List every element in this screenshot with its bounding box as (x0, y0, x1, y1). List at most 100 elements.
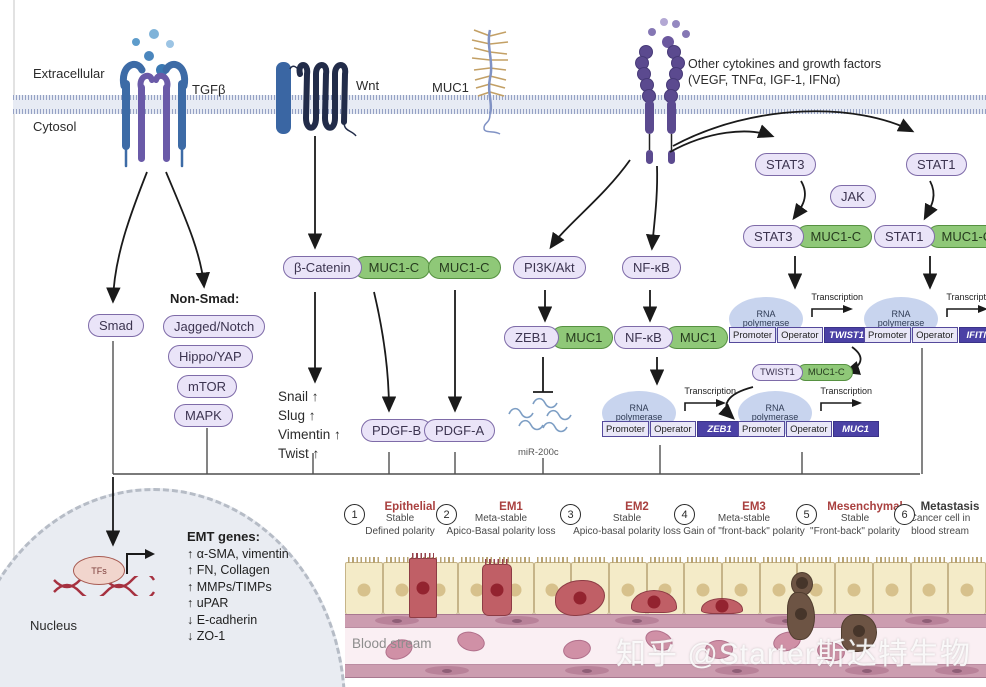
transcription-label: Transcription (946, 292, 986, 302)
endothelial-cell (845, 666, 889, 675)
muc1-label: MUC1 (432, 80, 469, 95)
stage-epithelial: 1 Epithelial Stable Defined polarity (344, 501, 456, 538)
tissue-illustration: Blood stream (345, 553, 986, 678)
muc1-glycoprotein-icon (471, 29, 509, 135)
stage-number: 6 (894, 504, 915, 525)
pill-stat3: STAT3 (755, 153, 816, 176)
pill-muc1-green2: MUC1 (664, 326, 728, 349)
cytokine-receptor-icon (635, 18, 690, 164)
transcription-arrow-icon (684, 399, 726, 411)
wnt-label: Wnt (356, 78, 380, 93)
transcription-unit-zeb1: RNA polymerase Transcription Promoter Op… (602, 386, 743, 439)
mir-200c-icon (508, 397, 572, 433)
stage-number: 3 (560, 504, 581, 525)
operator-box: Operator (650, 421, 696, 437)
pill-stat1b: STAT1 (874, 225, 935, 248)
stage-em2: 3 EM2 Stable Apico-basal polarity loss (560, 501, 694, 538)
operator-box: Operator (777, 327, 823, 343)
stat1-muc1c-complex: STAT1 MUC1-C (874, 225, 986, 248)
epithelial-cell (948, 557, 986, 616)
pill-muc1c-standalone: MUC1-C (428, 256, 501, 279)
stage-number: 4 (674, 504, 695, 525)
emt-cell-stage3 (482, 559, 512, 616)
transcription-arrow-icon (946, 305, 986, 317)
stage-mesenchymal: 5 Mesenchymal Stable "Front-back" polari… (796, 501, 914, 538)
stage-number: 5 (796, 504, 817, 525)
transcription-unit-ifitm1: RNA polymerase Transcription Promoter Op… (864, 292, 986, 345)
pill-stat3b: STAT3 (743, 225, 804, 248)
stat3-muc1c-complex: STAT3 MUC1-C (743, 225, 873, 248)
promoter-box: Promoter (738, 421, 786, 437)
nfkb-muc1-complex: NF-κB MUC1 (614, 326, 728, 349)
gene-box-muc1: MUC1 (832, 421, 879, 437)
gene-box-twist1: TWIST1 (823, 327, 870, 343)
endothelial-cell (375, 616, 419, 625)
pill-muc1c: MUC1-C (353, 256, 431, 279)
endothelial-cell (425, 666, 469, 675)
endothelial-cell (715, 666, 759, 675)
cytokines-label: Other cytokines and growth factors (VEGF… (688, 56, 881, 88)
transcription-factors-oval: TFs (73, 556, 125, 585)
vessel-wall-top (345, 614, 986, 628)
pill-twist1: TWIST1 (752, 364, 803, 381)
pill-jak: JAK (830, 185, 876, 208)
transcription-unit-muc1: RNA polymerase Transcription Promoter Op… (738, 386, 879, 439)
pill-nfkb2: NF-κB (614, 326, 673, 349)
tgfb-label: TGFβ (192, 82, 226, 97)
emt-genes-header: EMT genes: (187, 529, 260, 544)
stage-em3: 4 EM3 Meta-stable Gain of "front-back" p… (674, 501, 814, 538)
b-catenin-muc1c-complex: β-Catenin MUC1-C (283, 256, 431, 279)
transcription-label: Transcription (811, 292, 863, 302)
emt-tf-list: Snail ↑ Slug ↑ Vimentin ↑ Twist ↑ (278, 389, 341, 461)
transcription-arrow-icon (811, 305, 853, 317)
pill-nfkb: NF-κB (622, 256, 681, 279)
plasma-membrane (13, 95, 986, 114)
pill-mtor: mTOR (177, 375, 238, 398)
cytokines-line1: Other cytokines and growth factors (688, 57, 882, 71)
pill-muc1c-c: MUC1-C (796, 364, 853, 381)
transcription-unit-twist1: RNA polymerase Transcription Promoter Op… (729, 292, 870, 345)
stage-em1: 2 EM1 Meta-stable Apico-Basal polarity l… (436, 501, 566, 538)
epithelial-cell (835, 557, 873, 616)
epithelial-cell (910, 557, 949, 616)
nucleus-label: Nucleus (30, 618, 77, 633)
pill-zeb1: ZEB1 (504, 326, 559, 349)
transcription-arrow-icon (820, 399, 862, 411)
pill-pdgfa: PDGF-A (424, 419, 496, 442)
pill-b-catenin: β-Catenin (283, 256, 362, 279)
transcription-label: Transcription (820, 386, 872, 396)
pill-stat1: STAT1 (906, 153, 967, 176)
operator-box: Operator (912, 327, 958, 343)
zeb1-muc1-complex: ZEB1 MUC1 (504, 326, 614, 349)
blood-vessel-lumen (345, 626, 986, 664)
pill-pi3k-akt: PI3K/Akt (513, 256, 586, 279)
epithelial-cell (345, 557, 383, 616)
emt-genes-list: EMT genes: ↑ α-SMA, vimentin ↑ FN, Colla… (187, 529, 289, 643)
pill-hippo-yap: Hippo/YAP (168, 345, 253, 368)
emt-cell-stage2 (409, 553, 437, 618)
watermark: 知乎 @Starter斯达特生物 (616, 638, 971, 671)
blood-stream-label: Blood stream (352, 636, 432, 651)
pill-muc1c-b: MUC1-C (926, 225, 986, 248)
gene-box-ifitm1: IFITM1 (958, 327, 986, 343)
endothelial-cell (935, 666, 979, 675)
promoter-box: Promoter (729, 327, 777, 343)
endothelial-cell (495, 616, 539, 625)
endothelial-cell (565, 666, 609, 675)
red-blood-cell (705, 640, 733, 659)
red-blood-cell (561, 637, 593, 662)
wnt-receptor-icon (276, 62, 357, 137)
non-smad-header: Non-Smad: (170, 291, 240, 306)
endothelial-cell (905, 616, 949, 625)
pill-mapk: MAPK (174, 404, 233, 427)
inhibition-tbar (533, 357, 553, 393)
pill-jagged-notch: Jagged/Notch (163, 315, 266, 338)
gene-box-zeb1: ZEB1 (696, 421, 743, 437)
red-blood-cell (455, 628, 487, 655)
transcription-label: Transcription (684, 386, 736, 396)
cancer-cell-in-blood (841, 614, 877, 652)
mesenchymal-cell-stage5b (701, 598, 743, 614)
tfs-transcription-arrow-icon (126, 549, 155, 574)
stage-number: 1 (344, 504, 365, 525)
